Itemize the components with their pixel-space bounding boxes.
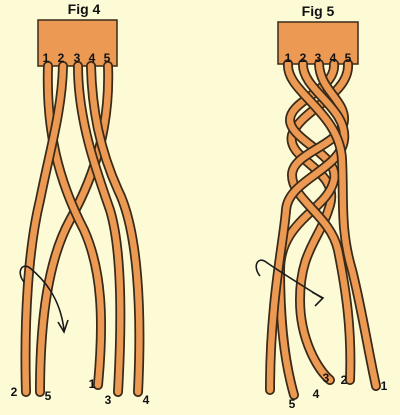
- fig-5-end-label: 2: [341, 373, 348, 387]
- fig-4-top-label: 5: [104, 51, 111, 65]
- fig-4-top-label: 1: [43, 51, 50, 65]
- fig-5-top-label: 5: [345, 51, 352, 65]
- fig-5-top-labels: 1 2 3 4 5: [285, 51, 352, 65]
- fig-4-end-label: 5: [45, 389, 52, 403]
- fig-5-strands: [265, 59, 381, 400]
- fig-4-title: Fig 4: [68, 1, 101, 17]
- fig-5-header: [277, 21, 359, 65]
- fig-4-end-labels: 2 5 1 3 4: [11, 377, 150, 407]
- fig-5-end-label: 1: [381, 379, 388, 393]
- fig-4-end-label: 2: [11, 385, 18, 399]
- fig-5-top-label: 3: [315, 51, 322, 65]
- fig-4-top-label: 4: [89, 51, 96, 65]
- fig-4-header: [37, 19, 118, 67]
- fig-5-end-label: 4: [313, 387, 320, 401]
- fig-4-end-label: 4: [143, 393, 150, 407]
- fig-4-strands: [20, 61, 145, 397]
- fig-5-top-label: 2: [300, 51, 307, 65]
- fig-4-top-labels: 1 2 3 4 5: [43, 51, 111, 65]
- fig-4-top-label: 2: [58, 51, 65, 65]
- fig-5-end-label: 3: [323, 371, 330, 385]
- fig-5-top-label: 1: [285, 51, 292, 65]
- fig-4: Fig 4 1 2 3 4: [11, 1, 150, 407]
- fig-5: Fig 5 1 2 3 4 5: [255, 3, 388, 411]
- fig-4-end-label: 1: [89, 377, 96, 391]
- fig-4-top-label: 3: [74, 51, 81, 65]
- fig-5-arrow: [255, 259, 323, 299]
- fig-5-title: Fig 5: [302, 3, 335, 19]
- fig-5-end-labels: 5 4 3 2 1: [289, 371, 388, 411]
- fig-4-end-label: 3: [105, 393, 112, 407]
- fig-5-top-label: 4: [330, 51, 337, 65]
- fig-4-arrow: [19, 265, 65, 331]
- fig-5-end-label: 5: [289, 397, 296, 411]
